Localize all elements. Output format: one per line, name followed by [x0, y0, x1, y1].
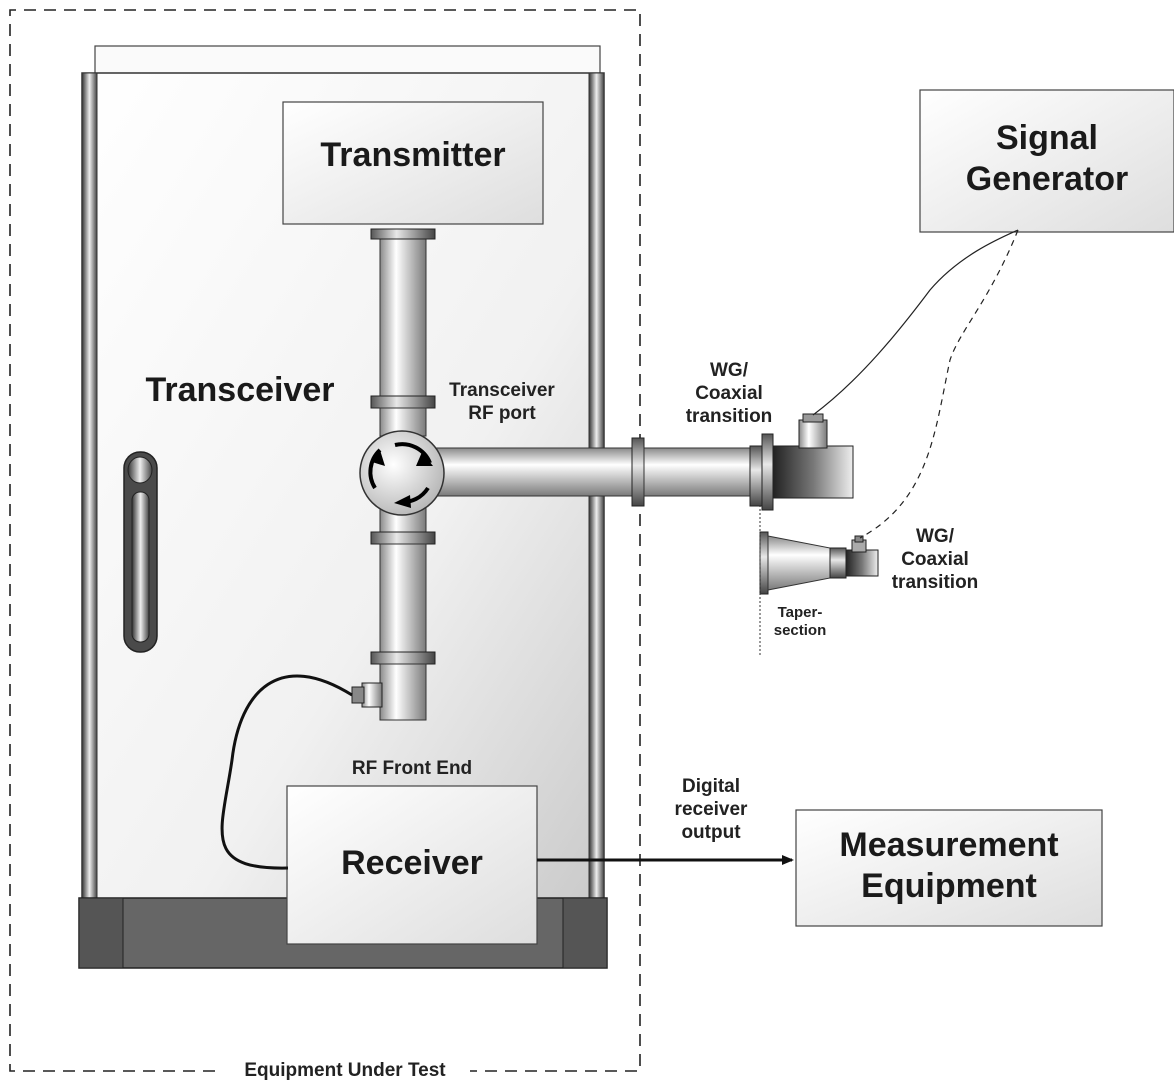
wg-coax-transition-top-label: WG/ Coaxial transition	[685, 360, 773, 427]
digital-receiver-output-label: Digital receiver output	[674, 776, 748, 843]
equipment-under-test-border	[9, 9, 641, 1072]
transceiver-rf-port-label: Transceiver RF port	[449, 380, 555, 424]
receiver-label: Receiver	[341, 844, 483, 882]
signal-cable-dashed	[859, 229, 1019, 539]
taper-section-label: Taper- section	[773, 604, 827, 639]
transmitter-box	[282, 101, 544, 225]
measurement-equipment-box	[795, 809, 1103, 927]
wg-coax-transition-bottom-label: WG/ Coaxial transition	[891, 526, 979, 593]
door-handle	[123, 451, 158, 653]
equipment-under-test-label: Equipment Under Test	[244, 1060, 446, 1081]
signal-generator-box	[919, 89, 1174, 233]
transmitter-label: Transmitter	[320, 136, 506, 174]
circulator	[359, 430, 445, 516]
signal-cable-solid	[812, 229, 1019, 416]
rf-port-waveguide	[431, 447, 633, 497]
rf-front-end-label: RF Front End	[351, 758, 473, 779]
measurement-equipment-label: Measurement Equipment	[839, 826, 1059, 905]
rf-front-end-cable	[220, 674, 353, 870]
receiver-box	[286, 785, 538, 945]
taper-section	[759, 531, 879, 595]
transceiver-label: Transceiver	[145, 371, 335, 409]
signal-generator-label: Signal Generator	[965, 119, 1129, 198]
